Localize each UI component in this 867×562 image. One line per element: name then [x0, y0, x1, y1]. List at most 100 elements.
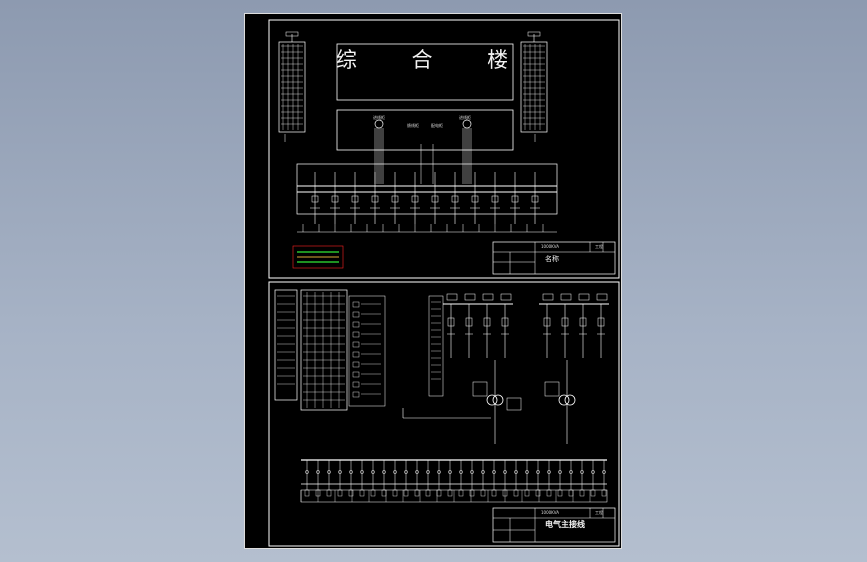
sheet1-frame: [268, 19, 620, 279]
cad-rect: [500, 293, 512, 301]
cad-rect: [425, 489, 431, 497]
cad-rect: [403, 489, 409, 497]
cad-rect: [561, 317, 569, 327]
switchboard-outline: [296, 163, 558, 215]
legend-box: [292, 245, 344, 269]
cad-rect: [568, 489, 574, 497]
cad-rect: [431, 195, 439, 203]
cad-symbol: [569, 470, 573, 474]
cad-rect: [543, 317, 551, 327]
cad-symbol: [462, 119, 472, 129]
diagram-linework: [268, 19, 620, 547]
cad-rect: [370, 489, 376, 497]
cad-rect: [446, 293, 458, 301]
cad-rect: [352, 301, 360, 308]
cad-symbol: [437, 470, 441, 474]
cad-symbol: [602, 470, 606, 474]
cad-rect: [451, 195, 459, 203]
title-block2-field: 工程: [595, 510, 603, 515]
cad-rect: [352, 331, 360, 338]
cad-symbol: [580, 470, 584, 474]
cad-rect: [560, 293, 572, 301]
cad-rect: [392, 489, 398, 497]
cad-rect: [511, 195, 519, 203]
cad-symbol: [481, 470, 485, 474]
cad-symbol: [374, 119, 384, 129]
cad-symbol: [393, 470, 397, 474]
cad-symbol: [492, 470, 496, 474]
cabinet-label-right: 进线柜: [459, 115, 471, 120]
meter-list: [428, 295, 444, 397]
cad-rect: [352, 361, 360, 368]
cad-rect: [546, 489, 552, 497]
cad-rect: [351, 195, 359, 203]
cad-symbol: [459, 470, 463, 474]
cad-rect: [524, 489, 530, 497]
cad-symbol: [547, 470, 551, 474]
cad-rect: [352, 311, 360, 318]
cad-symbol: [349, 470, 353, 474]
cabinet-label-mid1: 馈线柜: [407, 123, 419, 128]
title-block1-project: 1000KVA: [541, 244, 560, 249]
title-block1-field: 工程: [595, 244, 603, 249]
building-title: 综 合 楼: [335, 48, 533, 72]
transformer-room-box: [336, 109, 514, 151]
cad-symbol: [503, 470, 507, 474]
cad-symbol: [558, 394, 570, 406]
cad-rect: [352, 351, 360, 358]
cad-rect: [544, 381, 560, 397]
cad-symbol: [327, 470, 331, 474]
cad-rect: [411, 195, 419, 203]
cad-symbol: [404, 470, 408, 474]
cad-rect: [579, 489, 585, 497]
cad-rect: [491, 195, 499, 203]
cad-symbol: [514, 470, 518, 474]
cad-symbol: [591, 470, 595, 474]
cad-symbol: [316, 470, 320, 474]
cad-rect: [482, 293, 494, 301]
cad-rect: [491, 489, 497, 497]
sheet2-frame: [268, 281, 620, 547]
cad-rect: [391, 195, 399, 203]
cabinet-label-left: 进线柜: [373, 115, 385, 120]
cad-rect: [331, 195, 339, 203]
cad-symbol: [415, 470, 419, 474]
cad-symbol: [360, 470, 364, 474]
cad-rect: [527, 31, 541, 37]
cad-symbol: [525, 470, 529, 474]
cad-rect: [371, 195, 379, 203]
aux-box: [506, 397, 522, 411]
title-block2: [492, 507, 616, 543]
cad-rect: [352, 321, 360, 328]
cad-rect: [535, 489, 541, 497]
cad-symbol: [486, 394, 498, 406]
cad-symbol: [492, 394, 504, 406]
cad-symbol: [564, 394, 576, 406]
cad-rect: [285, 31, 299, 37]
cad-symbol: [371, 470, 375, 474]
title-block2-project: 1000KVA: [541, 510, 560, 515]
cad-rect: [597, 317, 605, 327]
cad-symbol: [305, 470, 309, 474]
cad-rect: [531, 195, 539, 203]
cad-rect: [414, 489, 420, 497]
cad-rect: [447, 489, 453, 497]
cad-symbol: [470, 470, 474, 474]
cad-rect: [436, 489, 442, 497]
cad-rect: [465, 317, 473, 327]
cad-rect: [311, 195, 319, 203]
cad-rect: [359, 489, 365, 497]
cad-rect: [337, 489, 343, 497]
cad-rect: [352, 371, 360, 378]
cad-symbol: [338, 470, 342, 474]
cad-rect: [557, 489, 563, 497]
cad-rect: [469, 489, 475, 497]
title-block1: [492, 241, 616, 275]
cad-rect: [596, 293, 608, 301]
cad-rect: [601, 489, 607, 497]
cad-symbol: [558, 470, 562, 474]
cad-symbol: [448, 470, 452, 474]
cad-rect: [447, 317, 455, 327]
building-title-box: [336, 43, 514, 101]
title-block1-name: 名称: [545, 255, 559, 263]
